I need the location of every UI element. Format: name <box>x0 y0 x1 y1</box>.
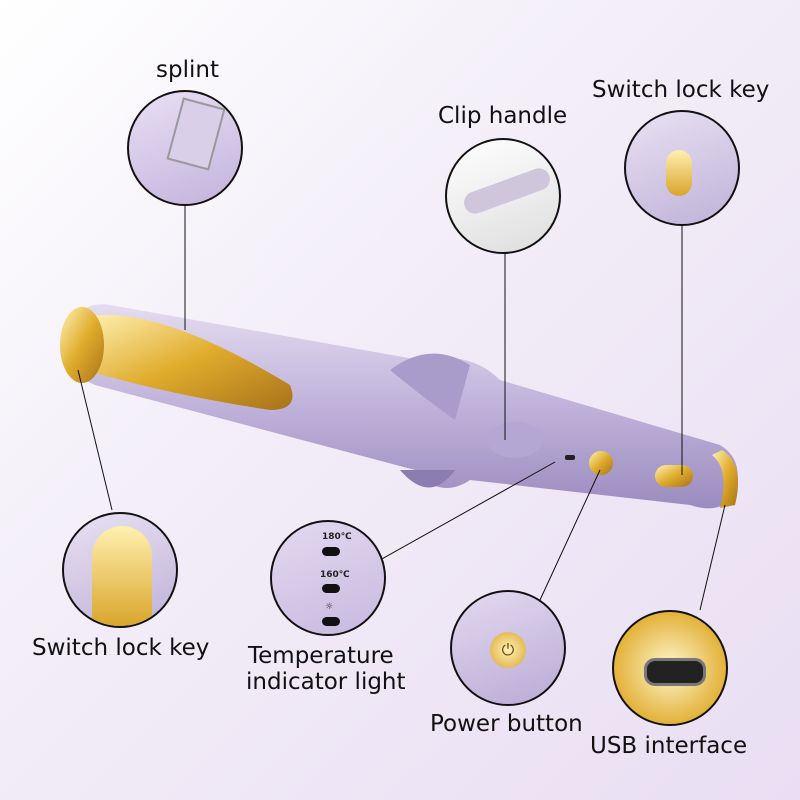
curling-iron <box>60 304 739 509</box>
switch-lock-key-bottom-circle <box>62 512 178 628</box>
splint-detail-circle <box>127 90 243 206</box>
usb-c-port <box>644 658 706 686</box>
temp-180-label: 180℃ <box>322 532 352 542</box>
usb-interface-circle <box>612 610 728 726</box>
indicator-light-160 <box>322 584 340 593</box>
sun-icon: ☼ <box>325 602 334 612</box>
label-switch-lock-key-top: Switch lock key <box>592 77 770 103</box>
power-icon: ⏻ <box>490 632 526 668</box>
label-usb-interface: USB interface <box>590 733 748 759</box>
clip-handle-detail-circle <box>445 138 561 254</box>
power-button-circle: ⏻ <box>450 590 566 706</box>
label-temperature-line2: indicator light <box>246 669 406 695</box>
label-switch-lock-key-bottom: Switch lock key <box>32 635 210 661</box>
label-splint: splint <box>156 57 219 83</box>
temp-160-label: 160℃ <box>320 570 350 580</box>
indicator-light-power <box>322 617 340 626</box>
temperature-indicator-circle: 180℃ 160℃ ☼ <box>270 520 386 636</box>
switch-lock-key-top-circle <box>624 110 740 226</box>
label-clip-handle: Clip handle <box>438 103 568 129</box>
label-power-button: Power button <box>430 711 583 737</box>
callout-lines <box>77 205 726 611</box>
indicator-light-180 <box>322 547 340 556</box>
label-temperature-line1: Temperature <box>248 643 394 669</box>
